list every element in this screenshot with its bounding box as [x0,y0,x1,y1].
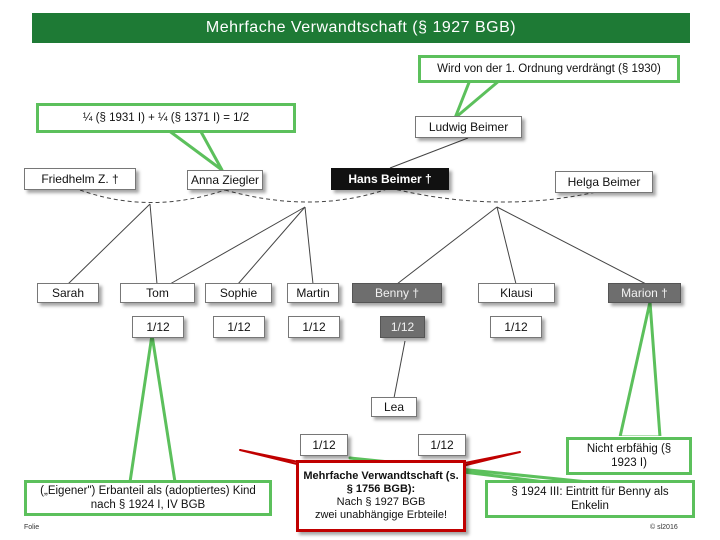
line-hh-marion [496,206,647,285]
callout-pointer-top-right [453,78,502,120]
footer-right: © sl2016 [650,524,678,531]
line-benny-lea [393,340,406,399]
marriage-arc-anna-hans [224,187,391,203]
person-tom: Tom [120,283,195,303]
person-lea: Lea [371,397,417,417]
multiple-relationship-line1: Nach § 1927 BGB [336,496,426,508]
person-sophie: Sophie [205,283,272,303]
callout-top-right: Wird von der 1. Ordnung verdrängt (§ 193… [418,55,680,83]
share-sophie: 1/12 [213,316,265,338]
line-ah-tom [169,206,306,285]
person-anna: Anna Ziegler [187,170,263,190]
person-hans: Hans Beimer † [331,168,449,190]
person-sarah: Sarah [37,283,99,303]
multiple-relationship-box: Mehrfache Verwandtschaft (s. § 1756 BGB)… [296,460,466,532]
person-ludwig: Ludwig Beimer [415,116,522,138]
callout-pointer-top-left [166,128,224,172]
callout-pointer-bottom-left [128,333,177,484]
line-ludwig-hans [389,137,469,169]
callout-mid-right: Nicht erbfähig (§ 1923 I) [566,437,692,475]
footer-left: Folie [24,524,40,531]
line-hh-benny [396,206,498,285]
line-fa-tom [149,203,158,285]
callout-bottom-left: („Eigener") Erbanteil als (adoptiertes) … [24,480,272,516]
share-lea-right: 1/12 [418,434,466,456]
person-friedhelm: Friedhelm Z. † [24,168,136,190]
multiple-relationship-title: Mehrfache Verwandtschaft (s. § 1756 BGB)… [303,469,459,495]
callout-top-left: ¼ (§ 1931 I) + ¼ (§ 1371 I) = 1/2 [36,103,296,133]
person-marion: Marion † [608,283,681,303]
line-ah-martin [304,206,314,285]
person-helga: Helga Beimer [555,171,653,193]
line-hh-klausi [496,206,517,285]
share-martin: 1/12 [288,316,340,338]
multiple-relationship-line2: zwei unabhängige Erbteile! [314,509,448,522]
marriage-arc-hans-helga [389,187,606,203]
person-klausi: Klausi [478,283,555,303]
callout-bottom-right: § 1924 III: Eintritt für Benny als Enkel… [485,480,695,518]
line-ah-sophie [237,206,306,285]
marriage-arc-friedhelm-anna [79,189,226,203]
share-klausi: 1/12 [490,316,542,338]
share-tom: 1/12 [132,316,184,338]
share-benny: 1/12 [380,316,425,338]
share-lea-left: 1/12 [300,434,348,456]
person-benny: Benny † [352,283,442,303]
line-fa-sarah [67,203,151,285]
person-martin: Martin [287,283,339,303]
slide-title: Mehrfache Verwandtschaft (§ 1927 BGB) [32,13,690,43]
callout-pointer-mid-right [618,300,662,439]
